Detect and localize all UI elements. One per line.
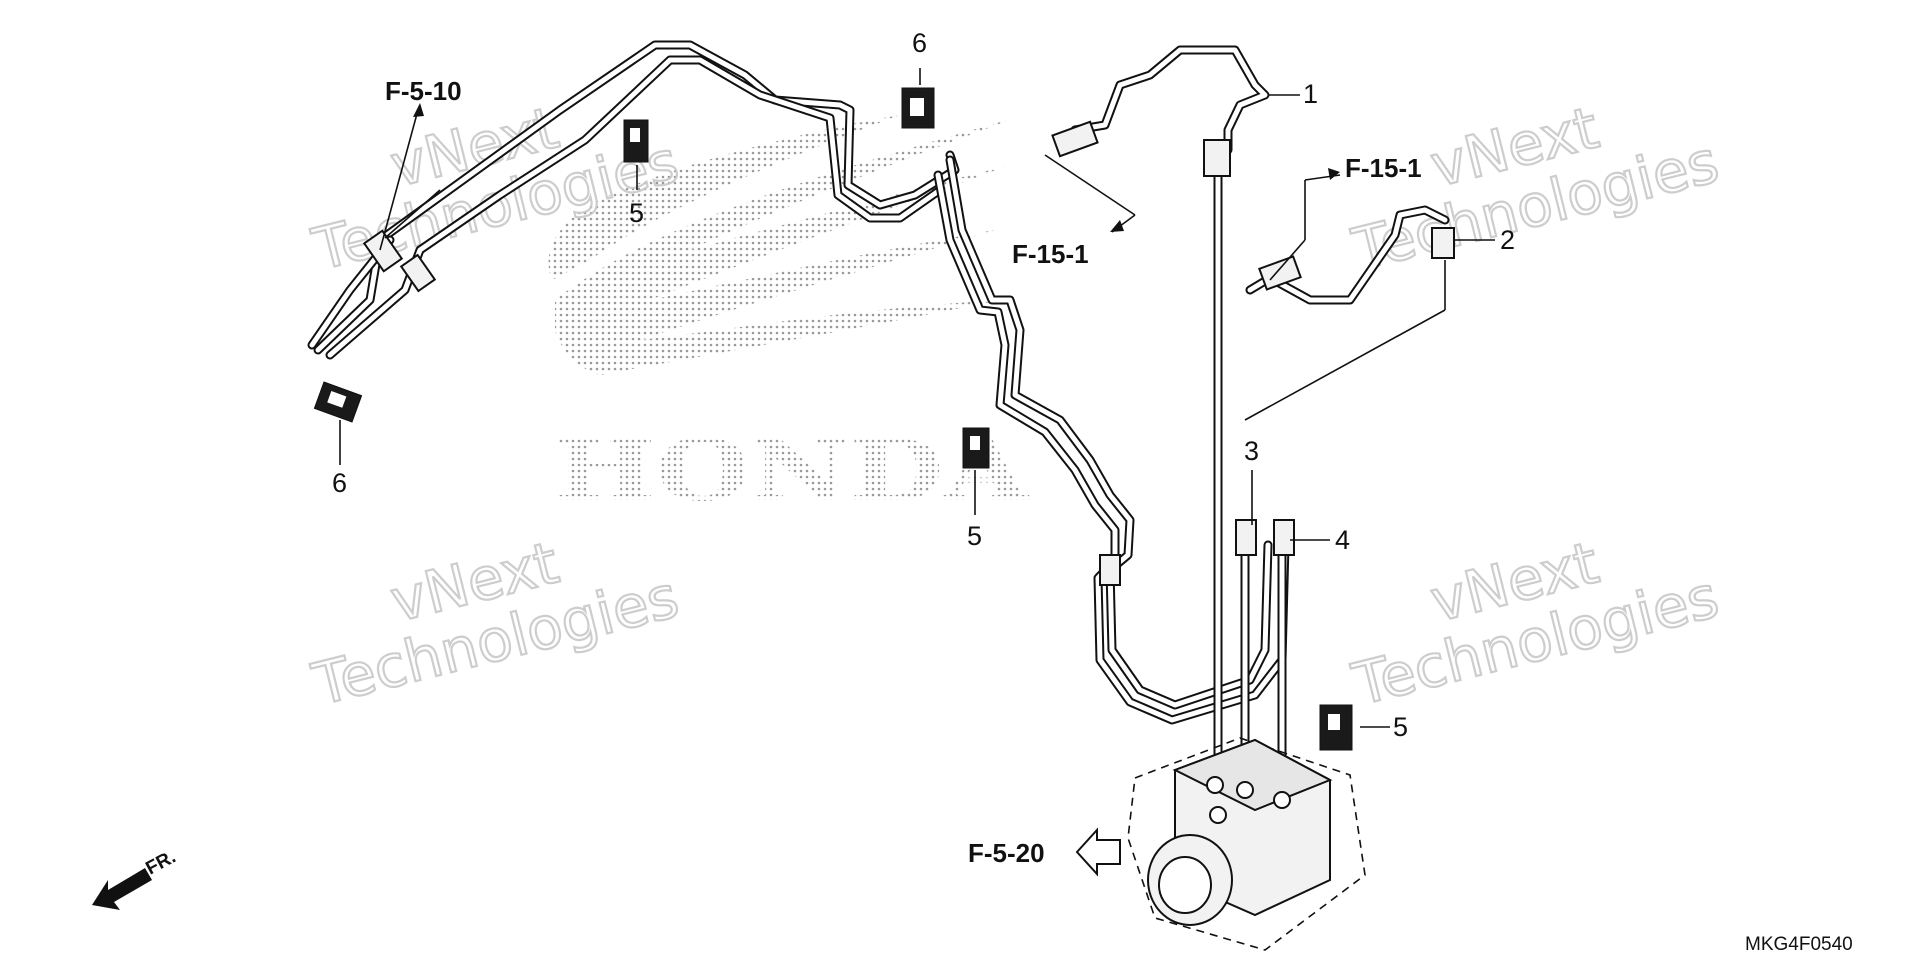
callout-2: 2 [1500,225,1515,255]
ref-f-5-20: F-5-20 [968,838,1045,868]
brake-pipe-2 [1245,205,1455,305]
pipe-fitting-1 [1203,139,1231,177]
f-5-20-arrow [1075,827,1121,877]
clamp-6-top [901,87,935,129]
watermarks: vNext Technologies vNext Technologies vN… [305,92,1726,720]
honda-wing-logo [548,115,1015,375]
callout-6-left: 6 [332,468,347,498]
brake-pipe-main [933,155,1290,725]
clip-5-right [1319,704,1353,751]
clamp-6-left [313,381,363,423]
abs-modulator [1127,737,1366,951]
ref-f-15-1-left: F-15-1 [1012,239,1089,269]
ref-f-5-10: F-5-10 [385,76,462,106]
callout-3: 3 [1244,436,1259,466]
callout-5-middle: 5 [967,521,982,551]
callout-6-top: 6 [912,28,927,58]
callout-5-right: 5 [1393,712,1408,742]
callout-5-top: 5 [629,198,644,228]
pipe-fitting-2-end [1258,255,1302,291]
pipe-fitting-3 [1235,519,1257,556]
pipe-fitting-1-end [1051,120,1099,158]
brake-pipe-1 [1051,45,1270,177]
ref-f-15-1-right: F-15-1 [1345,153,1422,183]
clip-5-middle [962,427,990,469]
pipe-fitting-2 [1431,227,1455,259]
leader-lines [339,68,1495,728]
pipe-fitting-left [362,189,441,293]
front-direction-arrow [92,868,152,910]
pipe-fitting-4 [1273,519,1295,556]
clip-5-top [623,119,649,163]
callout-4: 4 [1335,525,1350,555]
leader-arrowheads [413,103,1340,232]
callout-1: 1 [1303,79,1318,109]
honda-logo-text: HONDA [553,421,1030,520]
diagram-code: MKG4F0540 [1745,934,1853,955]
